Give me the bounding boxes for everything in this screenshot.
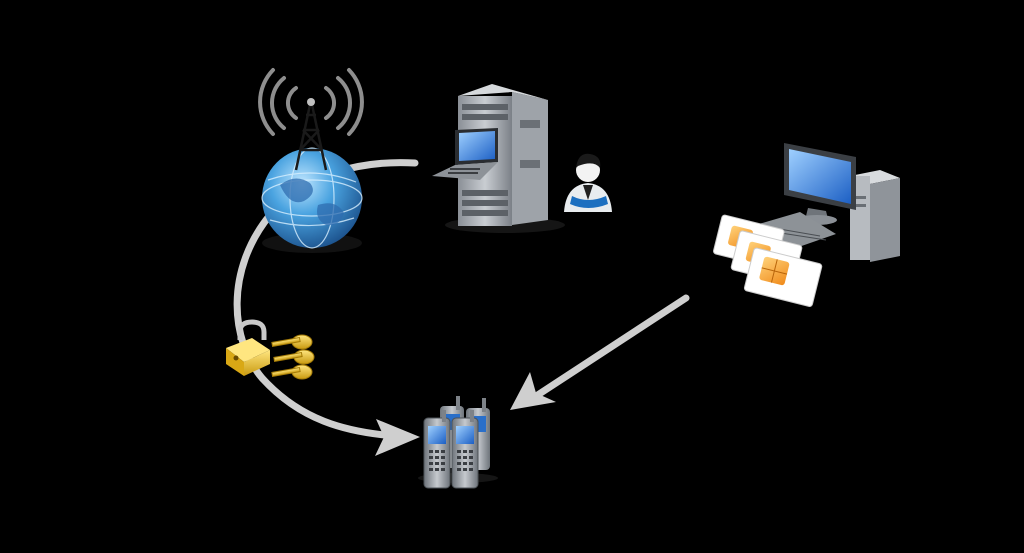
arrowhead-straight (510, 372, 556, 410)
radio-tower-globe-icon (258, 68, 364, 253)
operator-icon (564, 153, 612, 212)
arrowhead-curved (375, 419, 420, 456)
keys-icon (271, 334, 315, 380)
connector-straight (510, 294, 690, 410)
sim-cards-icon (713, 214, 823, 307)
padlock-with-keys-icon (226, 319, 315, 380)
desktop-computer-with-sim-cards-icon (713, 143, 900, 307)
server-rack-with-operator-icon (432, 84, 612, 233)
mobile-phones-icon (418, 396, 498, 489)
